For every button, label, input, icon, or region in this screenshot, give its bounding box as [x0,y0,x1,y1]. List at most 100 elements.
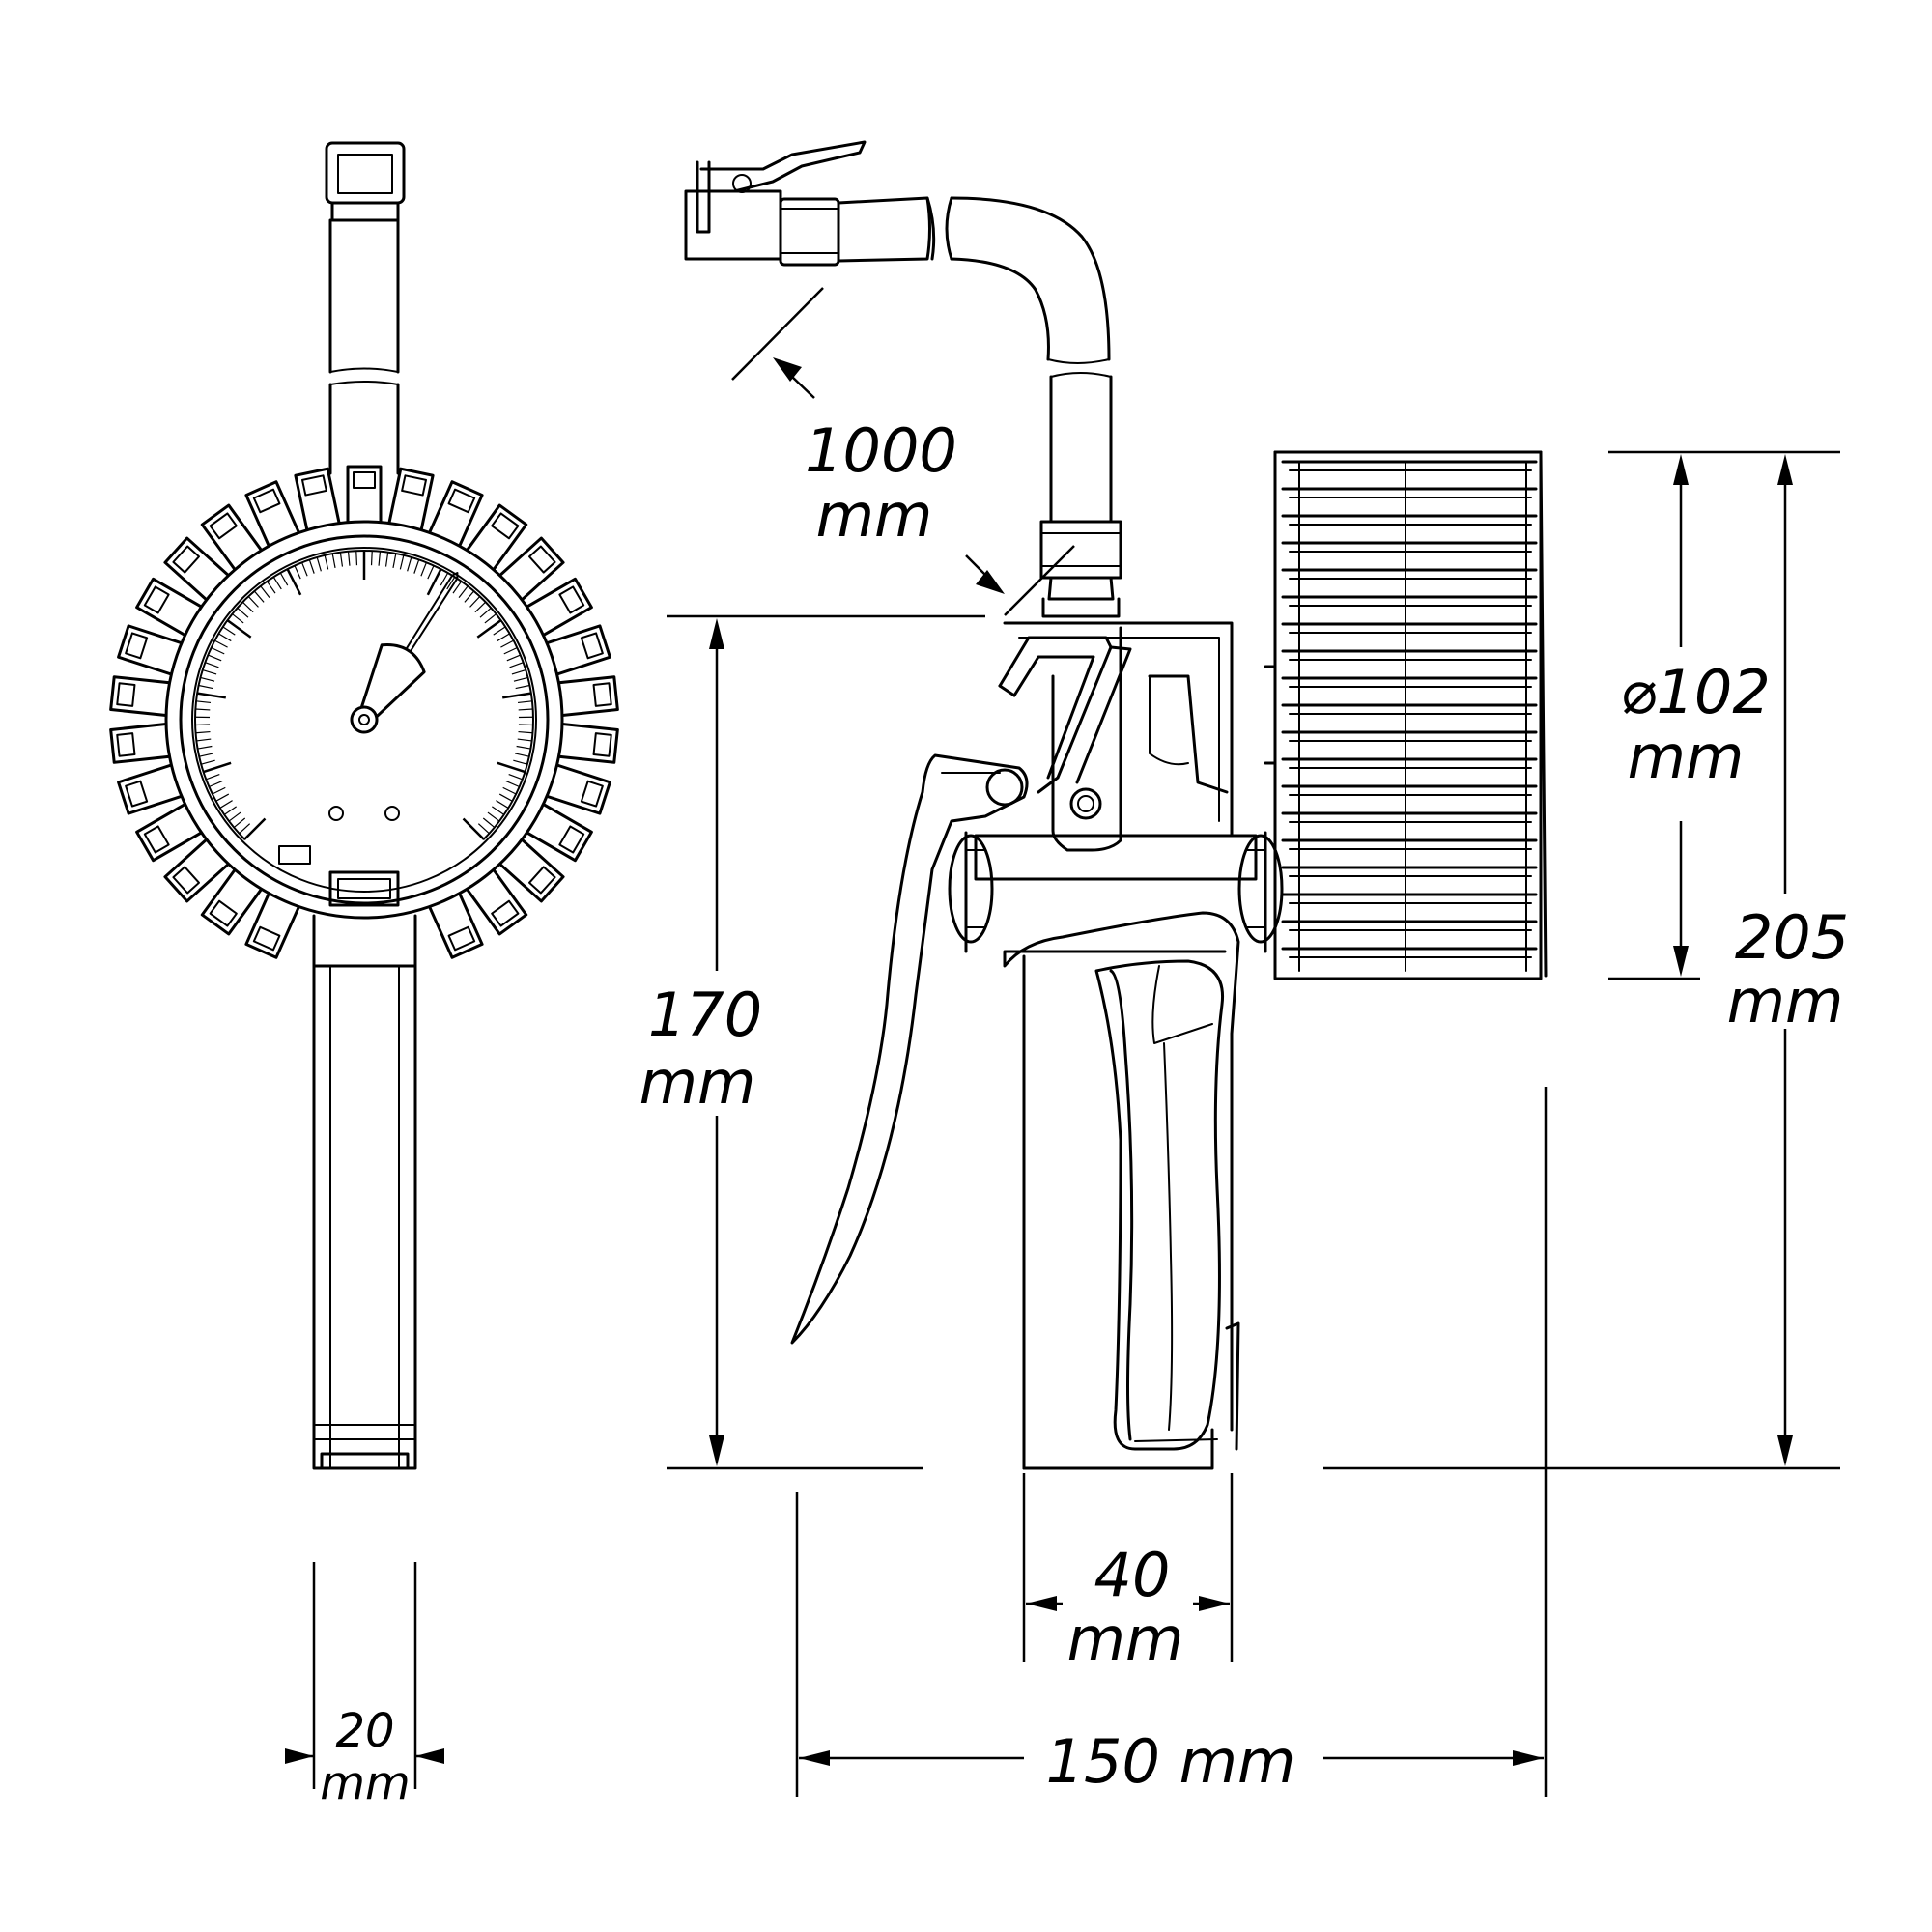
dimension-total-height: 205 mm [1323,450,1849,1470]
bumper-tooth-cap [592,682,612,707]
minor-tick [198,684,213,690]
minor-tick [347,551,351,566]
minor-tick [199,753,213,757]
trigger-lever [790,753,1029,1345]
minor-tick [469,596,481,608]
minor-tick [487,811,500,822]
front-handle [312,914,417,1470]
hose [925,196,1122,618]
gauge-diameter-value: ⌀102 [1620,657,1771,727]
hose-length-value: 1000 [805,415,957,486]
minor-tick [502,786,517,795]
minor-tick [413,559,420,574]
grip-width-value: 40 [1094,1540,1171,1610]
minor-tick [206,773,220,781]
depth-value: 20 [335,1704,394,1758]
gauge-scale-ticks [194,550,534,840]
gauge-side-profile [1264,450,1548,980]
bumper-tooth-cap [143,585,170,614]
side-view: 1000 mm 170 mm ⌀102 mm [639,140,1849,1797]
bumper-tooth-cap [301,474,327,497]
minor-tick [279,572,289,586]
major-tick [497,761,526,774]
bumper-tooth-cap [527,545,556,574]
minor-tick [496,800,509,809]
bumper-tooth-cap [143,825,170,854]
dimension-hose-length: 1000 mm [731,287,1075,616]
minor-tick [513,759,527,765]
bumper-tooth-cap [527,866,556,895]
minor-tick [197,745,213,750]
dimension-total-width: 150 mm [795,1087,1548,1797]
bumper-tooth-cap [125,632,149,660]
bumper-tooth-cap [252,488,281,514]
dial-label-plate [328,870,400,907]
minor-tick [384,552,389,567]
minor-tick [518,730,533,734]
minor-tick [498,793,513,802]
minor-tick [515,684,530,690]
minor-tick [370,551,373,566]
minor-tick [452,581,463,594]
bumper-tooth-cap [580,632,604,660]
total-height-value: 205 [1735,902,1849,973]
minor-tick [497,633,510,642]
minor-tick [223,806,238,815]
bumper-tooth-cap [447,925,476,952]
minor-tick [479,607,492,618]
minor-tick [211,646,225,655]
bumper-tooth-cap [116,732,136,757]
minor-tick [503,646,518,655]
bumper-tooth-cap [558,825,585,854]
minor-tick [500,639,514,648]
grip-width-unit: mm [1067,1604,1184,1674]
minor-tick [420,562,427,577]
minor-tick [511,668,526,675]
dial-window [278,845,311,865]
air-chuck [684,140,931,267]
major-tick [462,817,485,840]
minor-tick [513,676,528,682]
minor-tick [205,662,219,668]
dimension-depth: 20 mm [285,1562,444,1810]
minor-tick [222,626,236,636]
minor-tick [247,596,259,608]
handle-height-unit: mm [639,1047,756,1118]
major-tick [286,568,302,596]
minor-tick [228,811,242,822]
minor-tick [232,613,244,624]
minor-tick [237,607,249,618]
bumper-tooth-cap [592,732,612,757]
minor-tick [427,565,435,580]
scale-arc [194,550,534,840]
bumper-tooth-cap [209,512,238,540]
minor-tick [212,786,226,795]
depth-unit: mm [320,1756,411,1810]
minor-tick [474,601,487,613]
major-tick [243,817,267,840]
bumper-tooth-cap [209,899,238,927]
dial-screw-left [328,806,344,821]
minor-tick [493,626,506,636]
minor-tick [214,639,228,648]
minor-tick [272,576,282,590]
manifold [948,831,1284,953]
pistol-grip [1003,911,1240,1470]
minor-tick [378,551,382,566]
gauge-bezel [179,534,550,905]
minor-tick [239,823,251,835]
hose-length-unit: mm [816,480,933,551]
minor-tick [482,817,496,829]
minor-tick [505,780,520,788]
minor-tick [517,700,533,704]
bumper-tooth-cap [252,925,281,952]
bumper-tooth-cap [491,512,520,540]
gauge-diameter-unit: mm [1628,722,1745,792]
front-chuck [325,141,406,222]
major-tick [226,619,252,639]
minor-tick [324,554,329,570]
major-tick [196,692,226,699]
bumper-tooth-cap [447,488,476,514]
minor-tick [266,581,276,594]
minor-tick [209,780,223,788]
